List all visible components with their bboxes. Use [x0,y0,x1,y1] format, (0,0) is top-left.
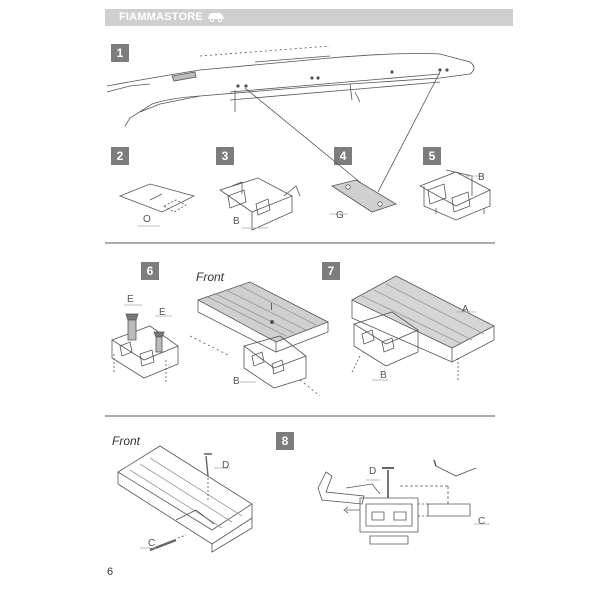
label-A: A [462,304,469,315]
front-label-lower: Front [112,434,141,448]
step-8-cross-section [317,459,490,545]
step-8-badge: 8 [276,432,294,450]
step-5-badge: 5 [423,147,441,165]
label-I: I [270,302,273,313]
label-O: O [143,214,151,225]
step-3-bracket [219,177,301,231]
page-number: 6 [107,566,114,578]
step-4-badge: 4 [334,147,352,165]
label-G: G [336,210,344,221]
step-5-bracket [419,169,491,221]
step-2-template-sheet [118,183,196,227]
front-label-upper: Front [196,270,225,284]
front-rail-with-bracket [189,281,329,397]
step-2-badge: 2 [111,147,129,165]
front-rail-with-screw [117,445,253,553]
step-7-rail-assembly [351,275,495,382]
step-6-badge: 6 [141,262,159,280]
header-bar: FIAMMASTORE [105,9,513,26]
brand-name: FIAMMASTORE [119,11,203,23]
label-C-front: C [148,538,156,549]
label-B-step3: B [233,216,240,227]
step-3-badge: 3 [216,147,234,165]
label-C-step8: C [478,516,486,527]
step-6-bracket-screws [111,304,179,384]
label-E-right: E [159,307,166,318]
label-D-front: D [222,460,230,471]
label-B-front: B [233,376,240,387]
label-B-step5: B [478,172,485,183]
step-1-badge: 1 [111,44,129,62]
step-4-plate [330,179,397,215]
van-icon [208,13,224,23]
label-B-step7: B [380,370,387,381]
step-7-badge: 7 [322,262,340,280]
label-E-left: E [127,294,134,305]
label-D-step8: D [369,466,377,477]
step-1-roof-illustration [106,45,475,193]
